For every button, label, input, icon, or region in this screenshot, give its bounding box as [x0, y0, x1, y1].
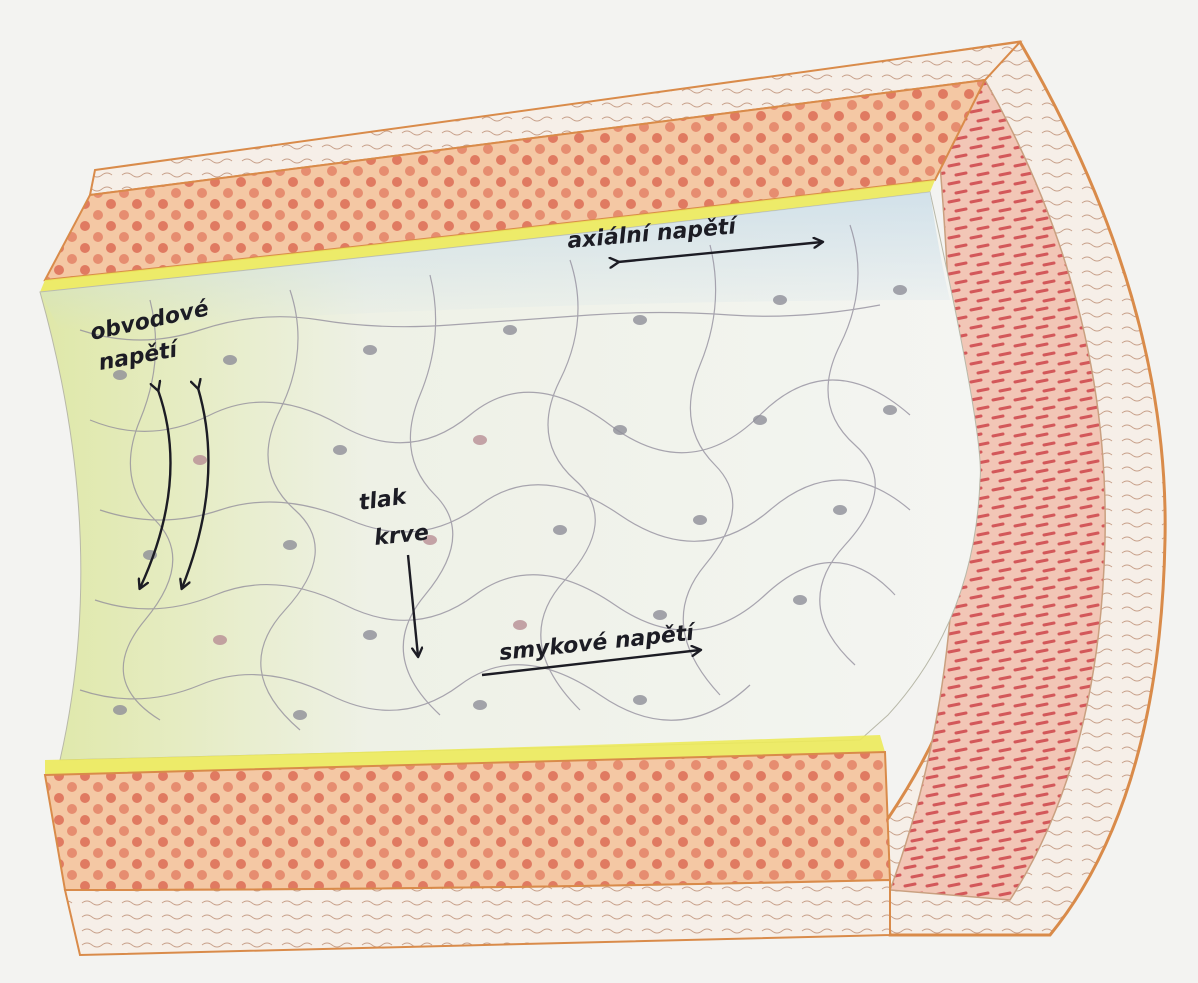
- bottom-wall-media: [45, 752, 890, 890]
- bottom-wall-adventitia: [65, 880, 890, 955]
